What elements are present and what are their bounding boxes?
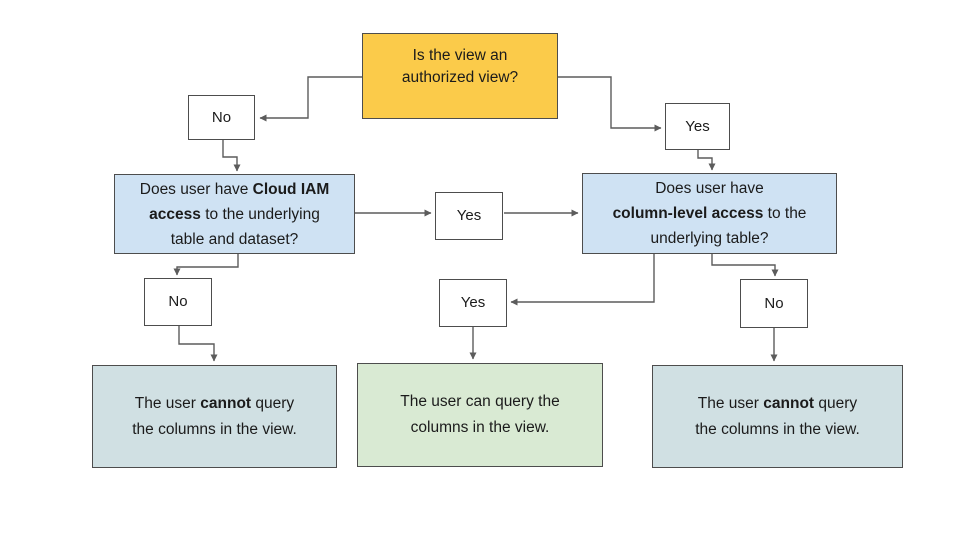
branch-yes-bottom: Yes xyxy=(439,279,507,327)
result-can-query-text: The user can query the columns in the vi… xyxy=(400,393,560,436)
decision-column-level-access: Does user have column-level access to th… xyxy=(582,173,837,254)
result-cannot-query-right-text: The user cannot query the columns in the… xyxy=(695,394,860,438)
decision-column-level-access-text: Does user have column-level access to th… xyxy=(612,180,807,247)
connector-iam-to-no-left xyxy=(173,254,239,276)
result-cannot-query-left-text: The user cannot query the columns in the… xyxy=(132,394,297,438)
connector-start-to-yes xyxy=(558,76,662,132)
branch-yes-mid: Yes xyxy=(435,192,503,240)
decision-authorized-view-text: Is the view an authorized view? xyxy=(401,47,519,86)
connector-cls-to-yes-bottom xyxy=(510,254,655,306)
branch-yes-mid-label: Yes xyxy=(456,207,482,224)
decision-cloud-iam-access-text: Does user have Cloud IAM access to the u… xyxy=(139,180,330,248)
branch-yes-bottom-label: Yes xyxy=(460,294,486,311)
connector-cls-to-no-right xyxy=(711,254,779,277)
branch-no-left: No xyxy=(144,278,212,326)
decision-authorized-view: Is the view an authorized view? xyxy=(362,33,558,119)
branch-no-top: No xyxy=(188,95,255,140)
result-cannot-query-left: The user cannot query the columns in the… xyxy=(92,365,337,468)
branch-no-right: No xyxy=(740,279,808,328)
branch-no-top-label: No xyxy=(211,108,232,126)
connector-no-to-iam-decision xyxy=(222,140,241,172)
branch-no-right-label: No xyxy=(764,294,784,312)
decision-cloud-iam-access: Does user have Cloud IAM access to the u… xyxy=(114,174,355,254)
connector-yes-to-cls-decision xyxy=(697,150,716,171)
branch-yes-top: Yes xyxy=(665,103,730,150)
branch-yes-top-label: Yes xyxy=(685,117,710,135)
result-can-query: The user can query the columns in the vi… xyxy=(357,363,603,467)
connector-no-left-to-result-left xyxy=(178,326,218,362)
branch-no-left-label: No xyxy=(168,293,188,310)
result-cannot-query-right: The user cannot query the columns in the… xyxy=(652,365,903,468)
connector-start-to-no xyxy=(259,76,363,122)
